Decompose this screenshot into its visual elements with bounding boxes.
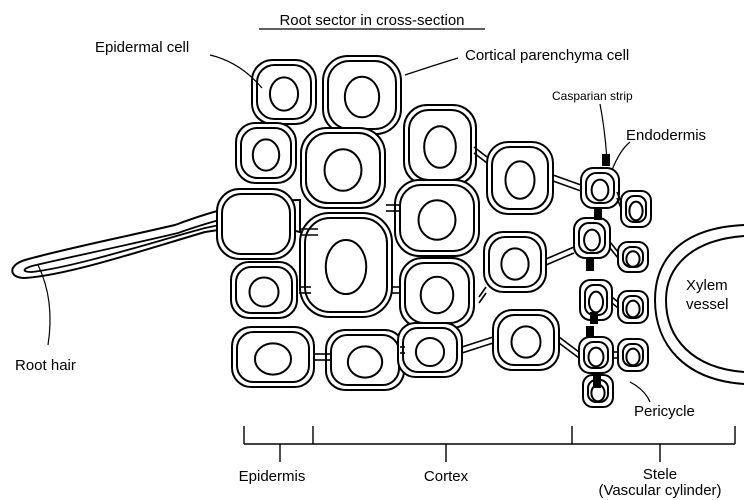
- casparian-band: [593, 376, 601, 388]
- plasmodesma: [553, 175, 581, 191]
- nucleus: [253, 139, 279, 170]
- label-casparian-strip: Casparian strip: [552, 89, 633, 103]
- cortical-parenchyma-cell: [323, 56, 401, 134]
- nucleus: [348, 346, 382, 377]
- region-stele: Stele: [643, 466, 677, 483]
- casparian-band: [586, 259, 594, 271]
- cortical-parenchyma-cell: [395, 180, 479, 256]
- region-epidermis: Epidermis: [239, 468, 306, 485]
- label-endodermis: Endodermis: [626, 127, 706, 144]
- casparian-band: [586, 326, 594, 338]
- label-pericycle: Pericycle: [634, 403, 695, 420]
- endodermis-cell: [579, 337, 613, 373]
- region-bracket: [244, 426, 735, 462]
- plasmodesma: [462, 337, 493, 353]
- plasmodesma: [392, 287, 400, 293]
- epidermal-cell: [252, 60, 316, 124]
- nucleus: [416, 338, 444, 366]
- cortical-parenchyma-cell: [400, 258, 474, 328]
- nucleus: [326, 240, 366, 294]
- nucleus: [419, 200, 456, 240]
- nucleus: [255, 343, 291, 374]
- casparian-band: [594, 208, 602, 220]
- cortical-parenchyma-cell: [326, 330, 404, 390]
- nucleus: [626, 301, 639, 318]
- casparian-band: [590, 312, 598, 324]
- pericycle-cell: [618, 242, 648, 272]
- nucleus: [589, 292, 603, 313]
- plasmodesma: [546, 247, 574, 265]
- epidermal-cell: [231, 262, 297, 318]
- nucleus: [270, 77, 298, 110]
- endodermis-cell: [574, 218, 610, 258]
- label-vessel: vessel: [686, 296, 729, 313]
- pericycle-cell: [621, 191, 651, 227]
- nucleus: [421, 277, 454, 313]
- pericycle-cell: [618, 291, 648, 323]
- epidermal-cell: [217, 189, 295, 259]
- cortical-parenchyma-cell: [493, 310, 559, 370]
- nucleus: [626, 251, 639, 267]
- pericycle-cell: [618, 339, 648, 371]
- leader-casparian-strip: [600, 104, 607, 160]
- epidermal-cell: [232, 327, 314, 387]
- cortical-parenchyma-cell: [398, 323, 462, 377]
- cortical-parenchyma-cell: [484, 232, 546, 292]
- nucleus: [249, 277, 278, 306]
- nucleus: [626, 349, 639, 366]
- nucleus: [629, 202, 642, 221]
- diagram-title: Root sector in cross-section: [279, 12, 464, 29]
- cortical-parenchyma-cell: [404, 105, 476, 185]
- leader-pericycle: [630, 382, 650, 402]
- nucleus: [511, 326, 540, 357]
- nucleus: [345, 77, 379, 118]
- plasmodesma: [610, 242, 618, 258]
- label-cortical-parenchyma-cell: Cortical parenchyma cell: [465, 47, 629, 64]
- endodermis-cell: [581, 168, 619, 208]
- region-stele-sub: (Vascular cylinder): [598, 482, 721, 499]
- nucleus: [501, 248, 528, 279]
- leader-cortical-parenchyma-cell: [405, 58, 458, 75]
- plasmodesma: [559, 337, 579, 358]
- leader-endodermis: [612, 142, 630, 170]
- label-epidermal-cell: Epidermal cell: [95, 39, 189, 56]
- nucleus: [592, 180, 609, 201]
- region-cortex: Cortex: [424, 468, 469, 485]
- label-root-hair: Root hair: [15, 357, 76, 374]
- plasmodesma: [479, 287, 486, 303]
- nucleus: [589, 348, 604, 367]
- nucleus: [505, 161, 534, 198]
- cortical-parenchyma-cell: [487, 142, 553, 214]
- epidermal-cell: [236, 123, 296, 183]
- cortical-parenchyma-cell: [301, 128, 385, 208]
- casparian-band: [602, 154, 610, 166]
- nucleus: [584, 230, 600, 251]
- cell-mosaic: [217, 56, 651, 407]
- nucleus: [424, 126, 456, 168]
- nucleus: [325, 149, 362, 191]
- label-xylem: Xylem: [686, 277, 728, 294]
